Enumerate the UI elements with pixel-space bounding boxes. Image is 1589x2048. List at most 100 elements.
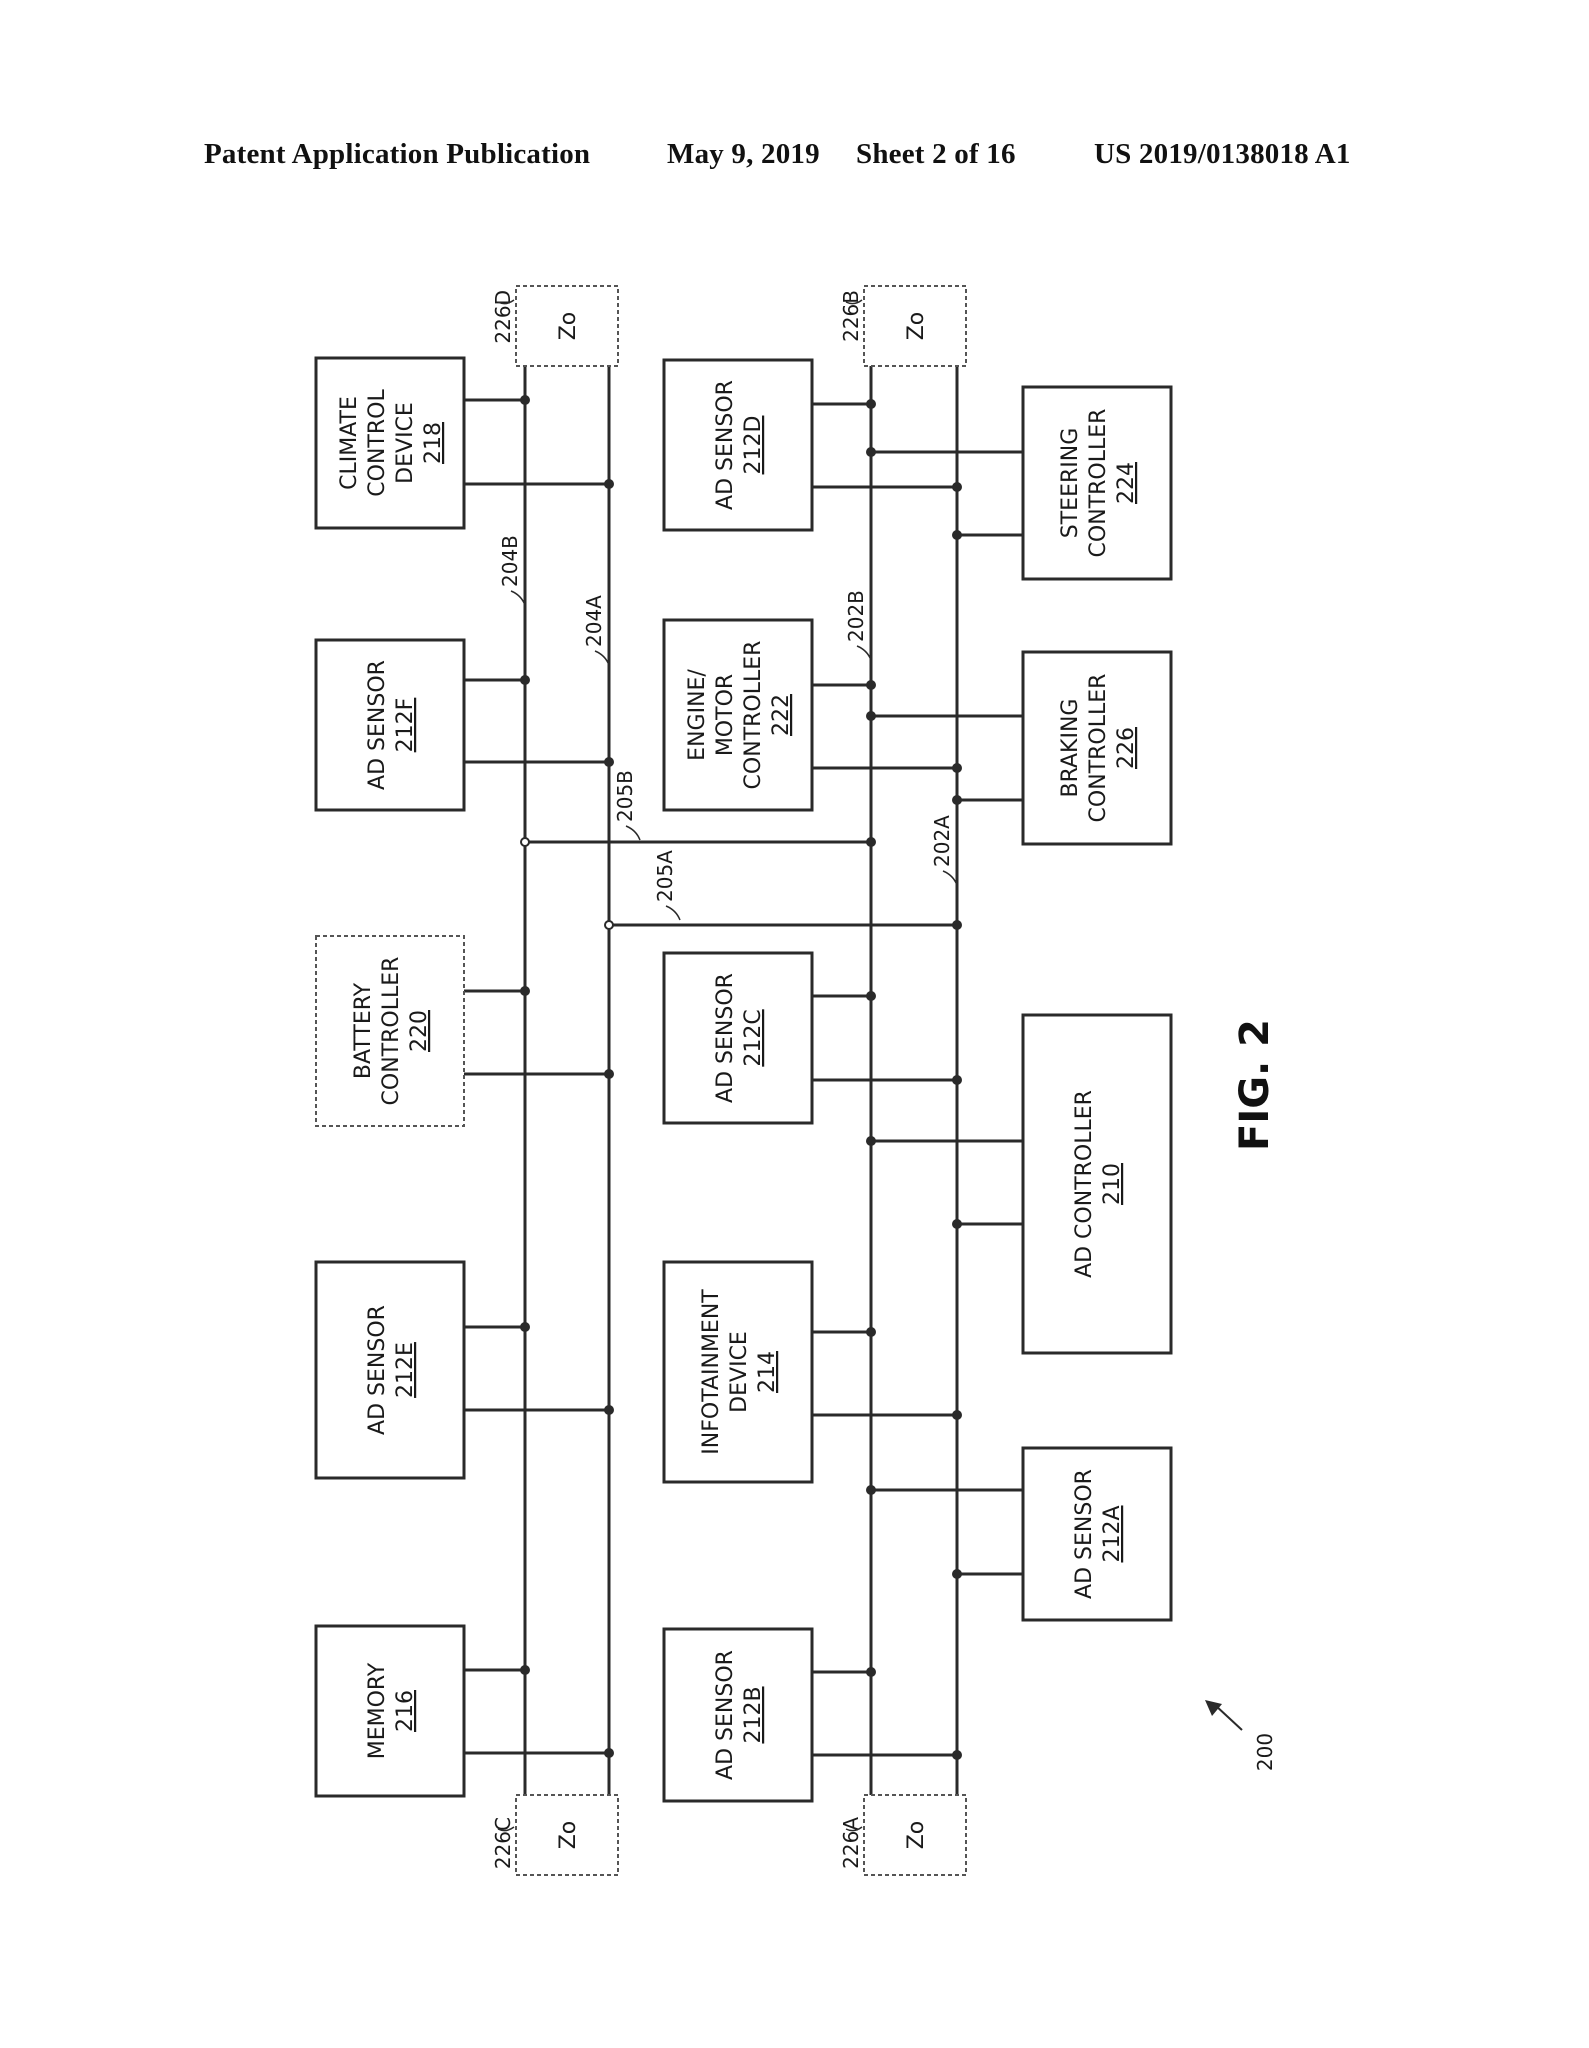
component-label: MEMORY bbox=[365, 1662, 390, 1759]
junction-dot bbox=[866, 1485, 876, 1495]
junction-dot bbox=[952, 1219, 962, 1229]
publication-number: US 2019/0138018 A1 bbox=[1094, 138, 1351, 170]
component-label: CONTROLLER bbox=[1086, 409, 1111, 558]
zone-box-226d bbox=[515, 285, 619, 367]
publication-title: Patent Application Publication bbox=[204, 138, 591, 170]
junction-dot bbox=[866, 991, 876, 1001]
component-box-212d bbox=[662, 358, 814, 532]
component-label: AD SENSOR bbox=[1072, 1469, 1097, 1599]
junction-dot bbox=[520, 986, 530, 996]
component-box-212e bbox=[314, 1260, 466, 1480]
component-label: DEVICE bbox=[393, 402, 418, 484]
leader-line bbox=[497, 299, 515, 305]
component-box-212a bbox=[1021, 1446, 1173, 1622]
figure-label: FIG. 2 bbox=[1232, 1019, 1278, 1151]
component-label: AD SENSOR bbox=[713, 1650, 738, 1780]
junction-dot bbox=[604, 920, 614, 930]
leader-line bbox=[942, 870, 958, 886]
junction-dot bbox=[520, 1665, 530, 1675]
bus-label-205b: 205B bbox=[613, 770, 637, 822]
junction-dot bbox=[952, 795, 962, 805]
component-ref: 212F bbox=[393, 698, 418, 753]
leader-line bbox=[625, 825, 641, 841]
component-box-226 bbox=[1021, 650, 1173, 846]
component-label: CONTROLLER bbox=[379, 957, 404, 1106]
junction-dot bbox=[520, 1322, 530, 1332]
component-box-212c bbox=[662, 951, 814, 1125]
junction-dot bbox=[604, 757, 614, 767]
junction-dot bbox=[604, 1405, 614, 1415]
junction-dot bbox=[866, 837, 876, 847]
component-label: CLIMATE bbox=[337, 396, 362, 490]
zone-box-226b bbox=[863, 285, 967, 367]
component-label: CONTROLLER bbox=[1086, 674, 1111, 823]
leader-line bbox=[665, 905, 681, 921]
junction-dot bbox=[866, 711, 876, 721]
junction-dot bbox=[866, 399, 876, 409]
zone-label: Zo bbox=[904, 1821, 929, 1850]
component-label: STEERING bbox=[1058, 428, 1083, 538]
component-ref: 222 bbox=[769, 694, 794, 736]
component-box-222 bbox=[662, 618, 814, 812]
patent-header: Patent Application Publication May 9, 20… bbox=[0, 138, 1589, 178]
junction-dot bbox=[604, 479, 614, 489]
junction-dot bbox=[604, 1748, 614, 1758]
junction-dot bbox=[520, 837, 530, 847]
zone-box-226c bbox=[515, 1794, 619, 1876]
component-ref: 210 bbox=[1100, 1163, 1125, 1205]
junction-dot bbox=[952, 1750, 962, 1760]
junction-dot bbox=[952, 763, 962, 773]
component-ref: 212E bbox=[393, 1342, 418, 1398]
component-label: AD SENSOR bbox=[713, 973, 738, 1103]
junction-dot bbox=[520, 675, 530, 685]
component-box-214 bbox=[662, 1260, 814, 1484]
component-box-212b bbox=[662, 1627, 814, 1803]
component-ref: 218 bbox=[421, 422, 446, 464]
junction-dot bbox=[952, 1410, 962, 1420]
zone-label: Zo bbox=[556, 312, 581, 341]
component-label: CONTROLLER bbox=[741, 641, 766, 790]
zone-ref-226b: 226B bbox=[839, 290, 863, 342]
leader-line bbox=[497, 1826, 515, 1832]
bus-label-202b: 202B bbox=[844, 590, 868, 642]
component-ref: 214 bbox=[755, 1351, 780, 1393]
leader-line bbox=[845, 299, 863, 305]
leader-line bbox=[510, 590, 526, 606]
zone-label: Zo bbox=[556, 1821, 581, 1850]
component-ref: 220 bbox=[407, 1010, 432, 1052]
publication-date: May 9, 2019 bbox=[667, 138, 820, 170]
component-label: MOTOR bbox=[713, 674, 738, 756]
component-box-218 bbox=[314, 356, 466, 530]
component-box-220 bbox=[315, 935, 465, 1127]
zone-ref-226a: 226A bbox=[839, 1817, 863, 1869]
junction-dot bbox=[866, 680, 876, 690]
junction-dot bbox=[866, 1327, 876, 1337]
sheet-number: Sheet 2 of 16 bbox=[856, 138, 1016, 170]
zone-ref-226c: 226C bbox=[491, 1817, 515, 1869]
component-label: ENGINE/ bbox=[685, 669, 710, 761]
bus-label-205a: 205A bbox=[653, 850, 677, 902]
junction-dot bbox=[952, 482, 962, 492]
component-label: BATTERY bbox=[351, 982, 376, 1079]
component-ref: 212A bbox=[1100, 1505, 1125, 1562]
leader-line bbox=[856, 645, 872, 661]
arrow-up-left-icon bbox=[1214, 1704, 1243, 1731]
component-label: INFOTAINMENT bbox=[699, 1289, 724, 1455]
component-label: BRAKING bbox=[1058, 699, 1083, 798]
bus-label-204a: 204A bbox=[582, 595, 606, 647]
wiring-layer bbox=[464, 335, 1023, 1795]
component-ref: 226 bbox=[1114, 727, 1139, 769]
leader-line bbox=[594, 650, 610, 666]
junction-dot bbox=[866, 1667, 876, 1677]
component-ref: 212C bbox=[741, 1009, 766, 1066]
junction-dot bbox=[952, 1075, 962, 1085]
component-ref: 212B bbox=[741, 1686, 766, 1743]
junction-dot bbox=[952, 530, 962, 540]
component-label: CONTROL bbox=[365, 389, 390, 497]
junction-dot bbox=[520, 395, 530, 405]
zone-ref-226d: 226D bbox=[491, 290, 515, 344]
component-label: AD SENSOR bbox=[365, 1305, 390, 1435]
junction-dot bbox=[866, 1136, 876, 1146]
zone-box-226a bbox=[863, 1794, 967, 1876]
